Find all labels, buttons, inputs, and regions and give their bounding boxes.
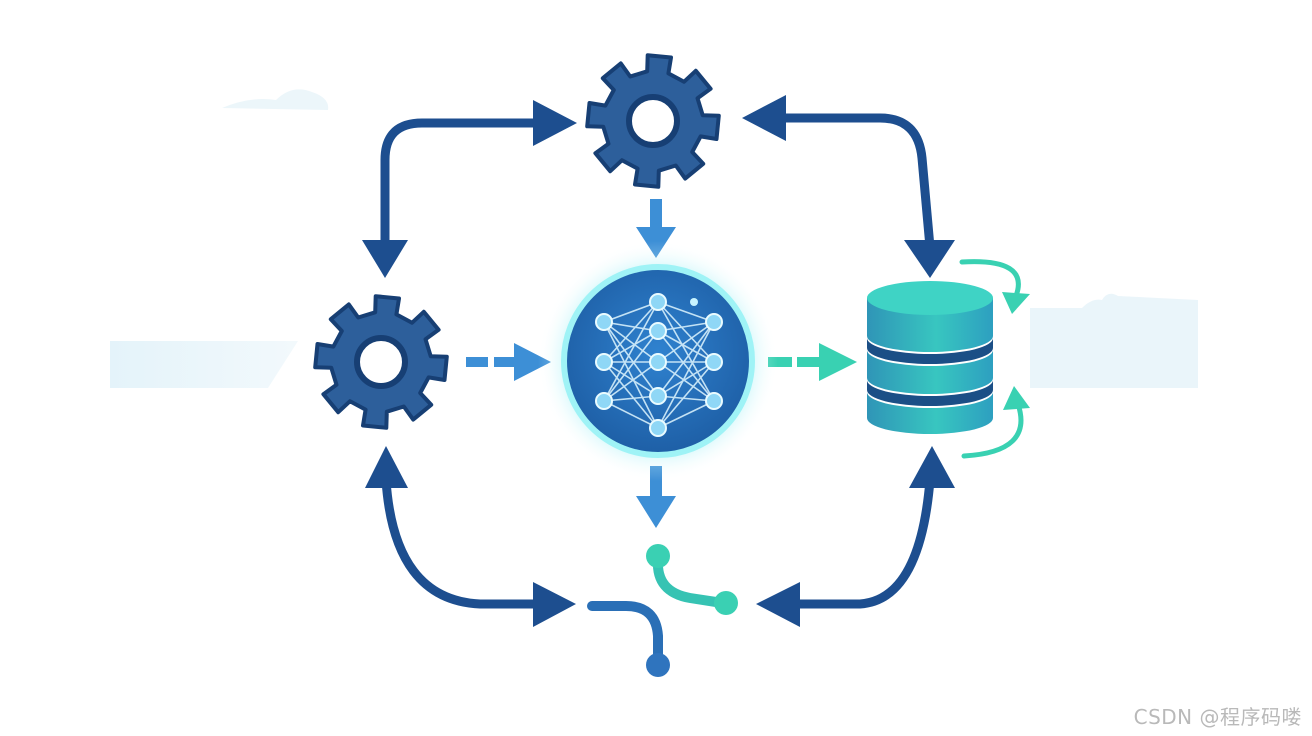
network-node bbox=[705, 392, 723, 410]
arrow-top-gear-to-network-shaft bbox=[650, 199, 662, 229]
network-edge bbox=[657, 321, 715, 429]
network-edge bbox=[657, 321, 715, 332]
branch-stem-left bbox=[587, 601, 663, 665]
arrowhead-bottom-left-in bbox=[533, 582, 576, 627]
neural-network-icon bbox=[538, 241, 778, 481]
right-background-panel bbox=[1030, 293, 1198, 388]
network-node bbox=[705, 313, 723, 331]
arrowhead-database-up bbox=[909, 446, 955, 488]
left-gear-icon bbox=[313, 294, 449, 430]
arrow-network-to-branch-head bbox=[636, 496, 676, 528]
network-edge bbox=[603, 301, 659, 323]
network-edge bbox=[657, 301, 715, 323]
top-left-cloud bbox=[222, 89, 329, 110]
network-edge bbox=[657, 321, 715, 363]
network-edge bbox=[657, 361, 715, 402]
network-edge bbox=[657, 400, 715, 429]
network-edge bbox=[603, 301, 659, 402]
watermark-text: CSDN @程序码喽 bbox=[1133, 705, 1302, 729]
network-edge bbox=[657, 321, 715, 397]
database-sync-arrows bbox=[959, 259, 1030, 459]
network-edge bbox=[657, 361, 715, 429]
network-edge bbox=[603, 321, 659, 332]
network-edge bbox=[603, 301, 659, 363]
outer-arrowheads bbox=[362, 95, 955, 627]
arrowhead-left-gear-up bbox=[365, 446, 408, 488]
top-gear-icon bbox=[585, 53, 721, 189]
network-edge bbox=[603, 361, 659, 429]
network-node bbox=[595, 313, 613, 331]
arrowhead-top-right-in bbox=[742, 95, 786, 141]
network-node bbox=[649, 387, 667, 405]
sync-arrowhead-bottom bbox=[1003, 386, 1030, 410]
network-edge bbox=[657, 301, 715, 402]
network-edge bbox=[657, 361, 715, 397]
branch-stem-upper bbox=[652, 555, 721, 607]
arrowhead-left-gear-down bbox=[362, 240, 408, 278]
network-edge bbox=[657, 301, 715, 363]
sync-arrow-top bbox=[959, 259, 1021, 299]
database-bottom-tier bbox=[867, 392, 993, 434]
arrow-network-to-database bbox=[768, 343, 857, 381]
arrowhead-database-down bbox=[904, 240, 955, 278]
branch-node-bottom bbox=[646, 653, 670, 677]
sync-arrow-bottom bbox=[961, 401, 1024, 459]
network-edge bbox=[603, 321, 659, 429]
network-spark bbox=[690, 298, 698, 306]
network-edge bbox=[657, 330, 715, 402]
network-edge bbox=[603, 321, 659, 397]
network-node bbox=[649, 419, 667, 437]
gear-hole bbox=[626, 94, 680, 148]
gear-hole bbox=[354, 335, 408, 389]
network-node bbox=[649, 293, 667, 311]
left-background-panel bbox=[110, 341, 298, 388]
network-node bbox=[595, 392, 613, 410]
database-band-1 bbox=[867, 338, 993, 364]
database-middle-tier bbox=[867, 350, 993, 394]
branch-node-right bbox=[714, 591, 738, 615]
network-node bbox=[705, 353, 723, 371]
sync-arrowhead-top bbox=[1002, 292, 1030, 314]
network-node bbox=[649, 322, 667, 340]
arrow-left-gear-to-top-gear bbox=[380, 118, 545, 252]
network-edge bbox=[603, 321, 659, 363]
network-edge bbox=[603, 330, 659, 402]
database-top-cap bbox=[867, 281, 993, 315]
arrow-left-gear-to-branch bbox=[381, 475, 547, 609]
neural-network-edges bbox=[603, 301, 715, 429]
network-edge bbox=[603, 361, 659, 397]
arrow-top-gear-to-database bbox=[768, 113, 935, 252]
outer-loop-arrows bbox=[380, 113, 935, 609]
arrowhead-top-left-in bbox=[533, 100, 577, 146]
arrow-database-to-branch bbox=[783, 475, 935, 609]
background-decoration bbox=[110, 89, 1198, 388]
arrow-left-gear-to-network bbox=[466, 343, 551, 381]
network-edge bbox=[603, 395, 659, 402]
database-band-2 bbox=[867, 380, 993, 406]
arrowhead-bottom-right-in bbox=[756, 582, 800, 627]
network-node bbox=[649, 353, 667, 371]
network-edge bbox=[657, 395, 715, 402]
network-node bbox=[595, 353, 613, 371]
network-edge bbox=[603, 361, 659, 402]
network-edge bbox=[603, 330, 659, 363]
database-icon bbox=[867, 281, 993, 434]
network-edge bbox=[603, 400, 659, 429]
branch-icon bbox=[587, 544, 738, 677]
network-edge bbox=[657, 330, 715, 363]
neural-network-nodes bbox=[595, 293, 723, 437]
branch-node-top bbox=[646, 544, 670, 568]
